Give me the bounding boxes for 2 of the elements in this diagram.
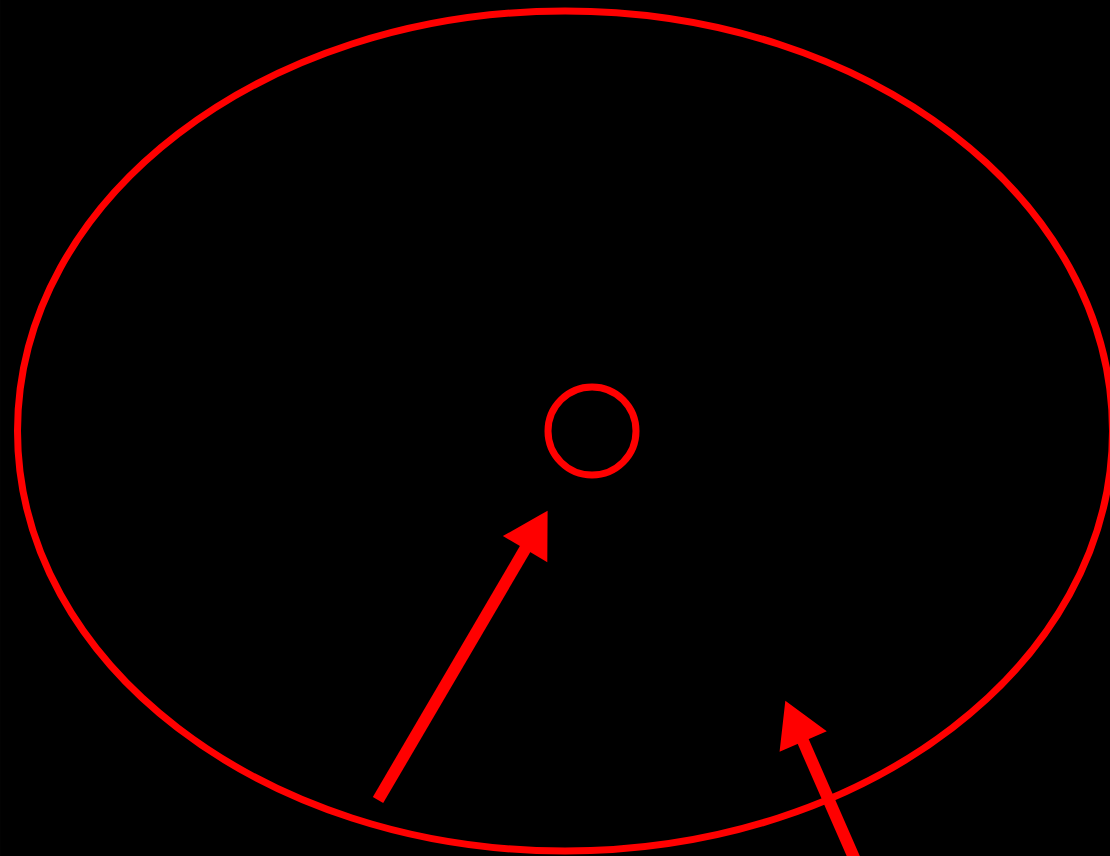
circle-outline bbox=[544, 383, 640, 479]
ellipse-outline bbox=[14, 7, 1110, 855]
